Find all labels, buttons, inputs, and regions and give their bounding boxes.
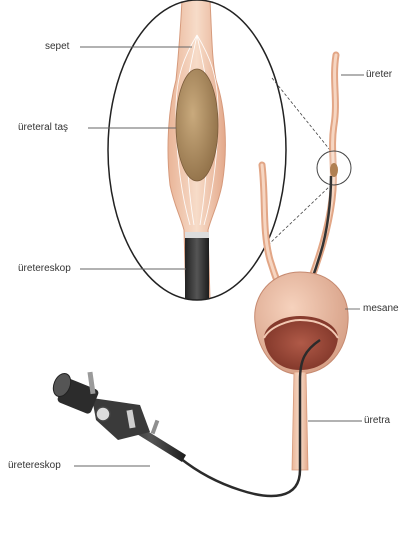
inset-circle	[107, 0, 287, 301]
inset-stone	[175, 68, 219, 182]
scope-cable	[179, 338, 321, 498]
bladder	[254, 271, 349, 375]
urethra-label: üretra	[364, 415, 391, 426]
scope-inset-label: üretereskop	[18, 263, 71, 274]
ureter-label: üreter	[366, 69, 393, 80]
ureteroscope-device	[52, 371, 186, 462]
stone-location-circle	[316, 150, 352, 186]
bladder-label: mesane	[363, 303, 399, 314]
magnified-inset	[107, 0, 287, 301]
label-lines	[74, 46, 364, 467]
zoom-line-bottom	[267, 185, 331, 246]
zoom-line-top	[271, 77, 331, 151]
stone-label: üreteral taş	[18, 122, 69, 133]
inset-scope	[185, 232, 209, 300]
scope-main-label: üretereskop	[8, 460, 61, 471]
basket-label: sepet	[45, 41, 70, 52]
